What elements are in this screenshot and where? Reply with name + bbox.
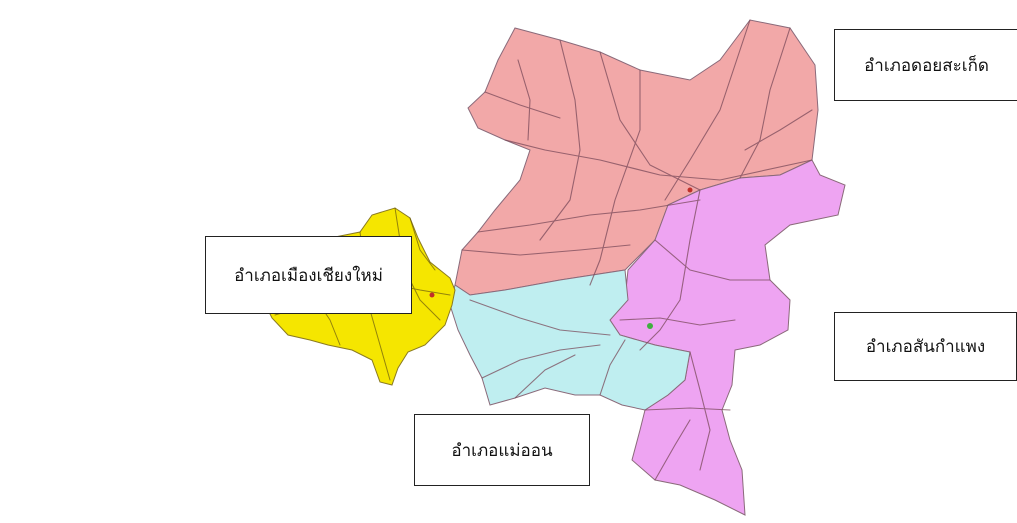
label-mae-on: อำเภอแม่ออน — [414, 414, 590, 486]
label-san-kamphaeng: อำเภอสันกำแพง — [834, 312, 1017, 381]
label-doi-saket: อำเภอดอยสะเก็ด — [834, 29, 1017, 101]
region-mae-on — [449, 269, 691, 411]
label-mueang-chiang-mai: อำเภอเมืองเชียงใหม่ — [205, 236, 412, 314]
road-network — [461, 19, 813, 481]
